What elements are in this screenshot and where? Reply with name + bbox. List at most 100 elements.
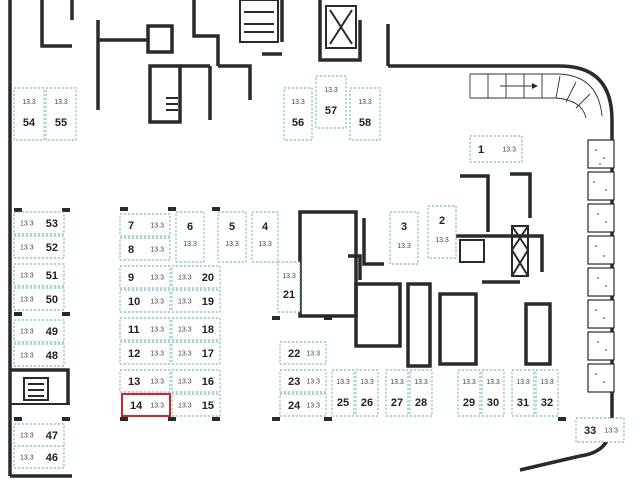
parking-spot-33[interactable]: 13.333 bbox=[575, 417, 625, 443]
parking-spot-outline bbox=[13, 423, 65, 447]
parking-spot-8[interactable]: 13.38 bbox=[119, 237, 171, 261]
parking-spot-outline bbox=[171, 393, 221, 417]
parking-spot-outline bbox=[277, 261, 301, 313]
parking-spot-outline bbox=[119, 237, 171, 261]
parking-spot-26[interactable]: 13.326 bbox=[355, 369, 379, 417]
parking-spot-2[interactable]: 13.32 bbox=[427, 205, 457, 259]
spot-area-label: 13.3 bbox=[20, 433, 34, 440]
parking-spot-outline bbox=[171, 317, 221, 341]
parking-spot-22[interactable]: 13.3 22 bbox=[279, 341, 327, 365]
parking-spot-14[interactable]: 13.314 bbox=[121, 393, 171, 417]
parking-spot-25[interactable]: 13.325 bbox=[331, 369, 355, 417]
parking-spot-32[interactable]: 13.332 bbox=[535, 369, 559, 417]
parking-spot-21[interactable]: 13.3 21 bbox=[277, 261, 301, 313]
parking-spot-30[interactable]: 13.3 30 bbox=[481, 369, 505, 417]
spot-area-label: 13.3 bbox=[435, 237, 449, 244]
spot-area-label: 13.3 bbox=[178, 351, 192, 358]
spot-number-label: 52 bbox=[46, 242, 58, 254]
parking-spot-outline bbox=[119, 265, 171, 289]
spot-number-label: 33 bbox=[584, 425, 596, 437]
spot-number-label: 10 bbox=[128, 296, 140, 308]
spot-number-label: 56 bbox=[292, 117, 304, 129]
parking-spot-outline bbox=[481, 369, 505, 417]
spot-area-label: 13.3 bbox=[324, 87, 338, 94]
spot-number-label: 15 bbox=[202, 400, 214, 412]
spot-number-label: 21 bbox=[283, 289, 295, 301]
parking-spot-16[interactable]: 13.3 16 bbox=[171, 369, 221, 393]
spot-area-label: 13.3 bbox=[306, 403, 320, 410]
parking-spot-outline bbox=[13, 343, 65, 367]
spot-number-label: 24 bbox=[288, 400, 301, 412]
parking-spot-3[interactable]: 13.33 bbox=[389, 211, 419, 265]
spot-area-label: 13.3 bbox=[20, 297, 34, 304]
spot-area-label: 13.3 bbox=[150, 223, 164, 230]
parking-spot-7[interactable]: 13.37 bbox=[119, 213, 171, 237]
parking-spot-28[interactable]: 13.328 bbox=[409, 369, 433, 417]
spot-number-label: 16 bbox=[202, 376, 214, 388]
spot-area-label: 13.3 bbox=[178, 379, 192, 386]
spot-number-label: 30 bbox=[487, 397, 499, 409]
spot-area-label: 13.3 bbox=[150, 351, 164, 358]
parking-spot-outline bbox=[13, 287, 65, 311]
parking-spot-54[interactable]: 13.354 bbox=[13, 87, 45, 141]
spot-number-label: 1 bbox=[478, 144, 484, 156]
parking-spot-outline bbox=[119, 317, 171, 341]
spot-number-label: 23 bbox=[288, 376, 300, 388]
spot-area-label: 13.3 bbox=[336, 379, 350, 386]
spot-area-label: 13.3 bbox=[390, 379, 404, 386]
spot-area-label: 13.3 bbox=[282, 273, 296, 280]
parking-spot-outline bbox=[119, 341, 171, 365]
parking-spot-10[interactable]: 13.310 bbox=[119, 289, 171, 313]
parking-spot-31[interactable]: 13.331 bbox=[511, 369, 535, 417]
parking-spot-outline bbox=[45, 87, 77, 141]
spot-number-label: 46 bbox=[46, 452, 58, 464]
parking-spot-27[interactable]: 13.327 bbox=[385, 369, 409, 417]
parking-spot-58[interactable]: 13.358 bbox=[349, 87, 381, 141]
parking-spot-6[interactable]: 13.36 bbox=[175, 211, 205, 263]
parking-spot-outline bbox=[511, 369, 535, 417]
parking-spot-57[interactable]: 13.357 bbox=[315, 75, 347, 129]
spot-number-label: 20 bbox=[202, 272, 214, 284]
parking-spot-24[interactable]: 13.3 24 bbox=[279, 393, 327, 417]
parking-spot-outline bbox=[349, 87, 381, 141]
spot-number-label: 17 bbox=[202, 348, 214, 360]
parking-spot-17[interactable]: 13.3 17 bbox=[171, 341, 221, 365]
parking-spot-5[interactable]: 13.35 bbox=[217, 211, 247, 263]
spot-number-label: 6 bbox=[187, 221, 193, 233]
spot-area-label: 13.3 bbox=[178, 327, 192, 334]
spot-area-label: 13.3 bbox=[516, 379, 530, 386]
parking-spot-outline bbox=[389, 211, 419, 265]
parking-spot-1[interactable]: 13.31 bbox=[469, 135, 523, 163]
spot-area-label: 13.3 bbox=[225, 241, 239, 248]
parking-spot-outline bbox=[315, 75, 347, 129]
parking-spot-11[interactable]: 13.311 bbox=[119, 317, 171, 341]
spot-number-label: 9 bbox=[128, 272, 134, 284]
spot-area-label: 13.3 bbox=[486, 379, 500, 386]
parking-spot-56[interactable]: 13.356 bbox=[283, 87, 313, 141]
spot-area-label: 13.3 bbox=[306, 379, 320, 386]
parking-spot-12[interactable]: 13.312 bbox=[119, 341, 171, 365]
spot-area-label: 13.3 bbox=[306, 351, 320, 358]
parking-spot-13[interactable]: 13.313 bbox=[119, 369, 171, 393]
parking-spot-outline bbox=[13, 87, 45, 141]
spot-number-label: 22 bbox=[288, 348, 300, 360]
parking-spot-23[interactable]: 13.3 23 bbox=[279, 369, 327, 393]
parking-spot-55[interactable]: 13.355 bbox=[45, 87, 77, 141]
parking-spot-4[interactable]: 13.34 bbox=[251, 211, 279, 263]
parking-spot-outline bbox=[575, 417, 625, 443]
parking-spot-9[interactable]: 13.39 bbox=[119, 265, 171, 289]
parking-spot-29[interactable]: 13.329 bbox=[457, 369, 481, 417]
parking-spot-outline bbox=[171, 341, 221, 365]
